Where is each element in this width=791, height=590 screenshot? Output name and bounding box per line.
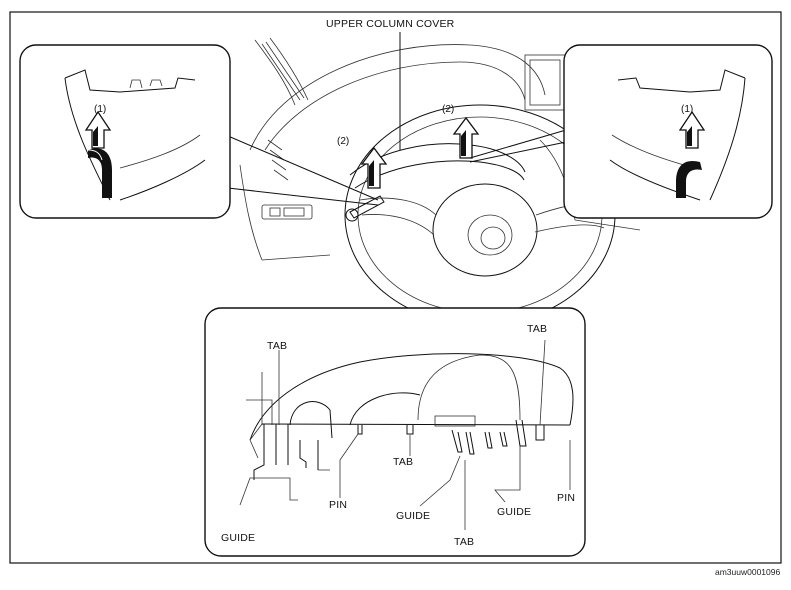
outer-frame (9, 11, 782, 564)
label-step-1-left: (1) (94, 104, 107, 115)
label-step-2-right: (2) (442, 104, 455, 115)
label-upper-column-cover: UPPER COLUMN COVER (326, 18, 455, 30)
label-tab-lower: TAB (454, 536, 475, 548)
label-tab-upper-right: TAB (527, 323, 548, 335)
left-detail-box (19, 44, 379, 219)
right-detail-box (469, 44, 773, 219)
label-tab-middle: TAB (393, 456, 414, 468)
label-guide-middle: GUIDE (396, 510, 431, 522)
figure-code: am3uuw0001096 (715, 567, 781, 577)
label-step-2-left: (2) (337, 136, 350, 147)
label-guide-right: GUIDE (497, 506, 532, 518)
label-pin-left: PIN (329, 499, 348, 511)
bottom-detail-box (204, 307, 586, 557)
label-step-1-right: (1) (681, 104, 694, 115)
label-guide-left: GUIDE (221, 532, 256, 544)
label-pin-right: PIN (557, 492, 576, 504)
label-tab-upper-left: TAB (267, 340, 288, 352)
